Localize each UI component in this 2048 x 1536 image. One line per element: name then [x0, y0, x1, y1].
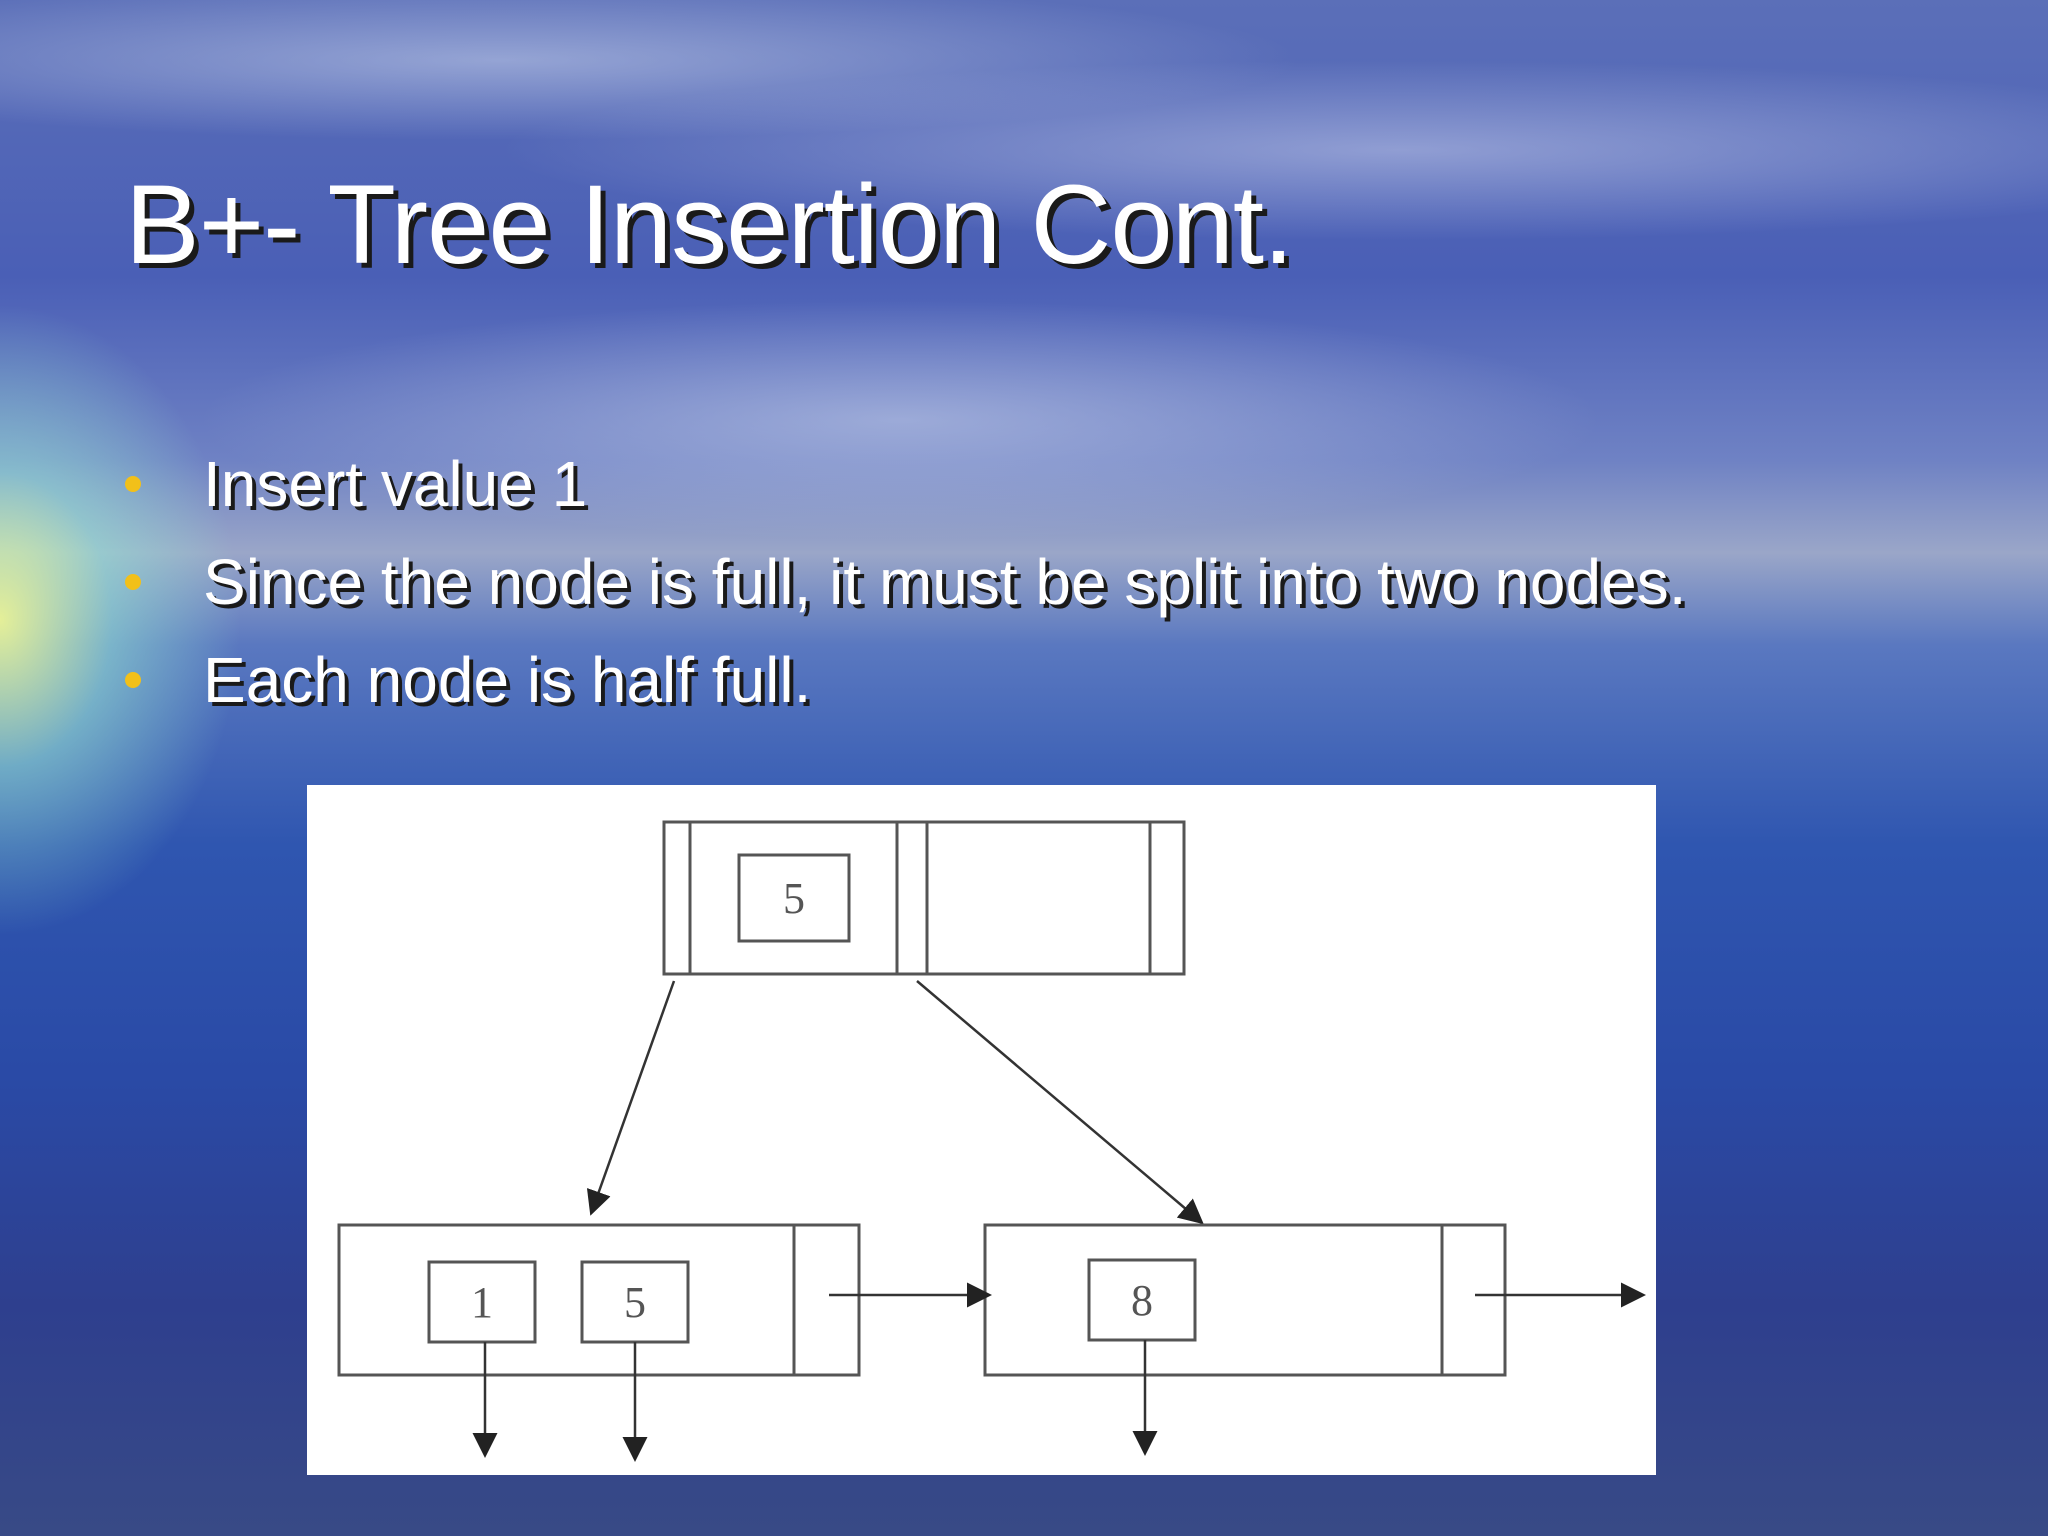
leaf-right-key-box	[1087, 1258, 1197, 1342]
root-node: 5	[662, 820, 1186, 976]
bullet-text: Each node is half full.	[203, 644, 812, 716]
leaf-node-right: 8	[983, 1223, 1507, 1377]
bullet-dot-icon	[125, 476, 141, 492]
leaf-right-key: 8	[1131, 1276, 1153, 1325]
leaf-left-key: 1	[471, 1278, 493, 1327]
bullet-text: Since the node is full, it must be split…	[203, 546, 1687, 618]
root-node-outline	[662, 820, 1186, 976]
root-key: 5	[783, 874, 805, 923]
leaf-left-key: 5	[624, 1278, 646, 1327]
root-key-box	[737, 853, 851, 943]
root-right-pointer-arrow	[916, 980, 1204, 1225]
slide-title: B+- Tree Insertion Cont.	[125, 162, 1294, 287]
leaf-node-left: 1 5	[337, 1223, 861, 1377]
leaf-left-outline	[337, 1223, 861, 1377]
leaf-left-key-box	[427, 1260, 537, 1344]
tree-svg: 5 1 5 8	[337, 820, 1646, 1462]
bullet-dot-icon	[125, 672, 141, 688]
bullet-text: Insert value 1	[203, 448, 588, 520]
root-left-pointer-arrow	[586, 980, 676, 1216]
bullet-dot-icon	[125, 574, 141, 590]
leaf-right-outline	[983, 1223, 1507, 1377]
bplus-tree-diagram: 5 1 5 8	[307, 785, 1656, 1475]
